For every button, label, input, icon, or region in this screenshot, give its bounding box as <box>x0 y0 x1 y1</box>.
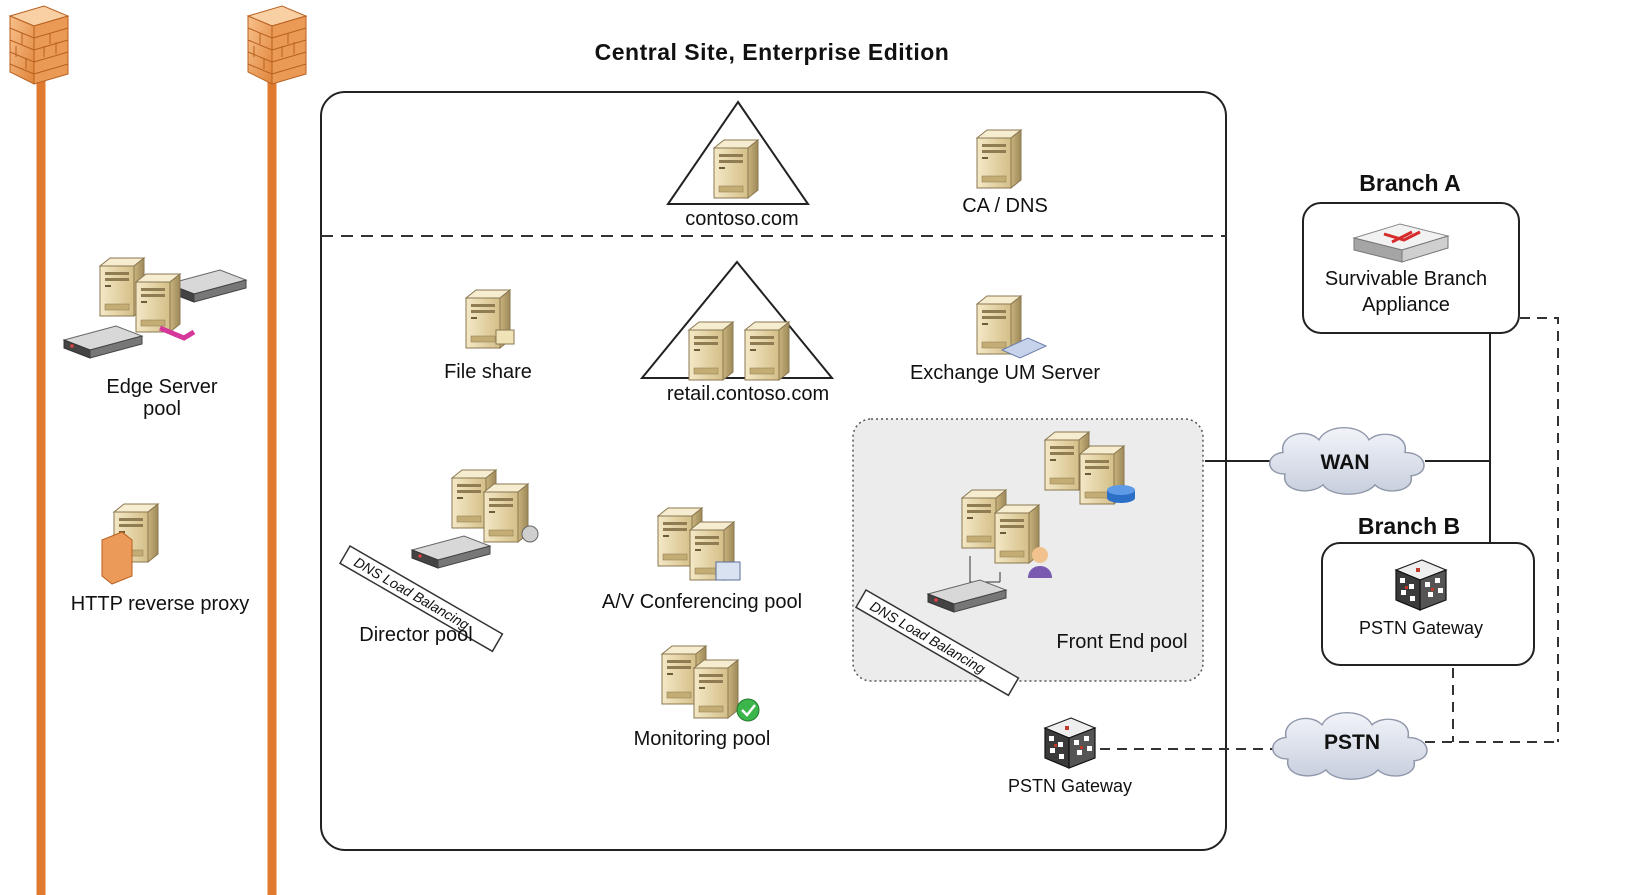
edge-server-pool: Edge Server pool <box>63 257 247 420</box>
svg-text:DNS Load Balancing: DNS Load Balancing <box>351 554 472 633</box>
appliance-icon <box>63 325 143 359</box>
ca-dns-label: CA / DNS <box>962 195 1048 217</box>
server-icon <box>483 483 529 543</box>
front-end-pool: DNS Load Balancing Front End pool <box>852 418 1204 697</box>
http-proxy-label: HTTP reverse proxy <box>71 593 250 615</box>
check-icon <box>736 698 760 722</box>
ca-dns-server: CA / DNS <box>962 129 1048 217</box>
branch-b: Branch B PSTN Gateway <box>1321 513 1535 666</box>
branch-a: Branch A Survivable Branch Appliance <box>1302 170 1520 334</box>
domain-controller-icon <box>688 321 734 381</box>
central-site-boundary <box>320 91 1227 851</box>
voicemail-icon <box>1000 337 1048 359</box>
server-icon <box>693 659 739 719</box>
wan-cloud: WAN <box>1268 426 1425 496</box>
perimeter-firewall-1 <box>9 5 69 895</box>
director-pool: DNS Load Balancing Director pool <box>338 469 539 653</box>
load-balancer-icon <box>411 535 491 569</box>
edge-server-label-line2: pool <box>143 398 181 420</box>
domain-label: contoso.com <box>685 208 798 230</box>
key-icon <box>521 525 539 543</box>
user-icon <box>1032 547 1048 563</box>
monitoring-pool-label: Monitoring pool <box>634 728 771 750</box>
file-share-label: File share <box>444 361 532 383</box>
diagram-title: Central Site, Enterprise Edition <box>595 39 950 65</box>
pstn-label: PSTN <box>1324 731 1380 754</box>
domain-controller-icon <box>744 321 790 381</box>
perimeter-firewall-2 <box>247 5 307 895</box>
survivable-branch-appliance-icon <box>1352 223 1450 263</box>
domain-label: retail.contoso.com <box>667 383 829 405</box>
pstn-gateway-central: PSTN Gateway <box>1008 717 1132 796</box>
server-icon <box>135 273 181 333</box>
forest-contoso: contoso.com <box>666 100 810 230</box>
gateway-icon <box>1395 559 1447 611</box>
firewall-icon <box>247 5 307 85</box>
pstn-links <box>1100 317 1560 750</box>
connector-icon <box>159 325 196 341</box>
exchange-um-server: Exchange UM Server <box>910 295 1100 384</box>
domain-controller-icon <box>713 139 759 199</box>
sba-label-line1: Survivable Branch <box>1325 268 1487 290</box>
camera-icon <box>715 561 741 581</box>
wan-label: WAN <box>1321 451 1370 474</box>
pstn-gateway-label: PSTN Gateway <box>1008 776 1132 796</box>
firewall-icon <box>101 531 133 585</box>
firewall-icon <box>9 5 69 85</box>
http-reverse-proxy: HTTP reverse proxy <box>71 503 250 615</box>
pstn-cloud: PSTN <box>1271 711 1428 780</box>
av-pool-label: A/V Conferencing pool <box>602 591 802 613</box>
sba-label-line2: Appliance <box>1362 294 1450 316</box>
exchange-um-label: Exchange UM Server <box>910 362 1100 384</box>
branch-b-title: Branch B <box>1358 513 1460 539</box>
branch-pstn-gateway-label: PSTN Gateway <box>1359 618 1483 638</box>
server-icon <box>976 129 1022 189</box>
wan-links <box>1205 333 1491 543</box>
gateway-icon <box>1044 717 1096 769</box>
edge-server-label-line1: Edge Server <box>106 376 218 398</box>
folder-icon <box>495 329 515 345</box>
av-conferencing-pool: A/V Conferencing pool <box>602 507 802 613</box>
director-pool-label: Director pool <box>359 624 472 646</box>
forest-retail: retail.contoso.com <box>639 260 835 405</box>
monitoring-pool: Monitoring pool <box>634 645 771 750</box>
front-end-pool-label: Front End pool <box>1056 631 1187 653</box>
file-share-server: File share <box>444 289 532 383</box>
branch-a-title: Branch A <box>1359 170 1460 196</box>
